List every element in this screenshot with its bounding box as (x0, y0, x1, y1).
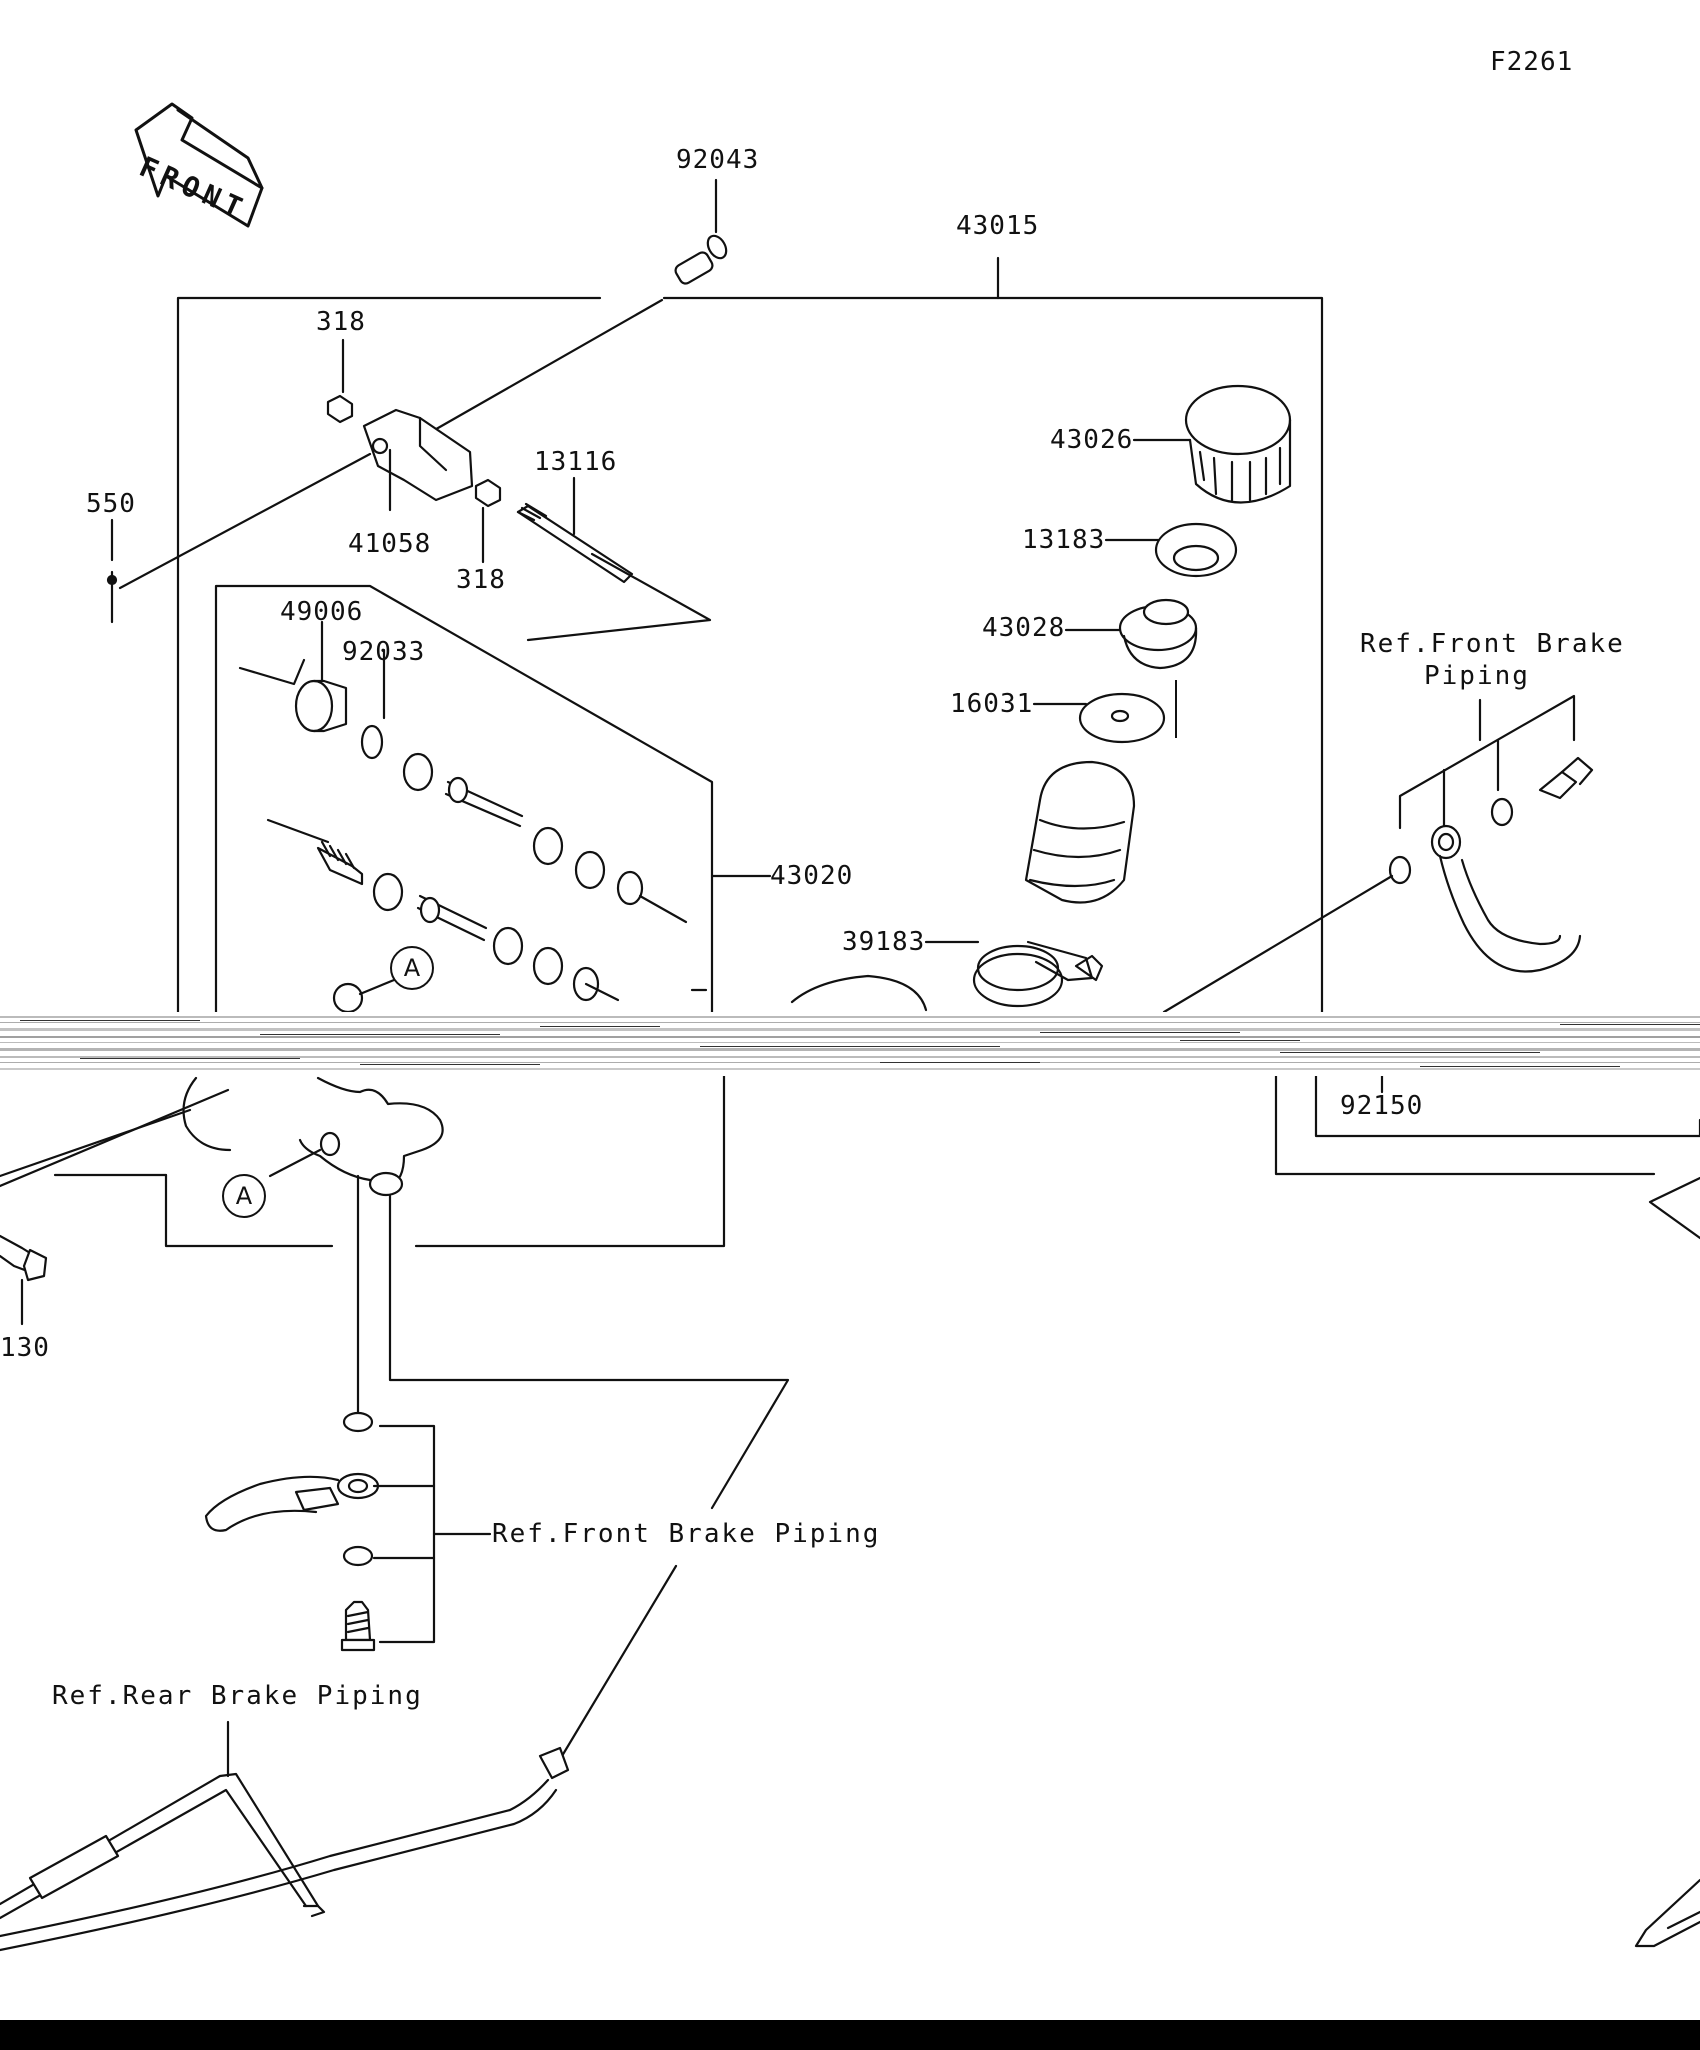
master-cylinder-body (0, 1076, 790, 1758)
part-label-13183: 13183 (1022, 525, 1106, 555)
reservoir-39183 (1024, 760, 1136, 904)
part-label-318-mid: 318 (456, 565, 506, 595)
part-label-49006: 49006 (280, 597, 364, 627)
part-label-43020: 43020 (770, 861, 854, 891)
part-label-39183: 39183 (842, 927, 926, 957)
pin-92043 (408, 178, 728, 446)
part-label-41058: 41058 (348, 529, 432, 559)
right-bracket (1274, 1074, 1700, 1240)
diaphragm-43028 (1064, 598, 1198, 670)
pushrod-13116 (516, 476, 712, 642)
cotter-pin-550 (106, 518, 118, 624)
leader-lines (750, 680, 1177, 943)
ref-front-brake-right-line1: Ref.Front Brake (1360, 629, 1625, 659)
right-bottom-fragment (1634, 1878, 1700, 1948)
footer-bar (0, 2020, 1700, 2050)
piston-parts-row1 (238, 620, 688, 924)
figure-code: F2261 (1490, 47, 1574, 77)
ref-rear-brake: Ref.Rear Brake Piping (52, 1681, 423, 1711)
bracket-43015 (176, 256, 1324, 1014)
rear-brake-piping (0, 1720, 570, 1952)
part-label-43015: 43015 (956, 211, 1040, 241)
callout-a-upper: A (390, 946, 434, 990)
right-brake-line (1162, 694, 1594, 1014)
part-label-92150: 92150 (1340, 1091, 1424, 1121)
bolt-130 (0, 1234, 48, 1326)
bracket-43020 (53, 584, 772, 1248)
part-label-130: 130 (0, 1333, 50, 1363)
part-label-550: 550 (86, 489, 136, 519)
part-label-43026: 43026 (1050, 425, 1134, 455)
part-label-13116: 13116 (534, 447, 618, 477)
piston-parts-row2 (266, 818, 620, 1014)
nut-318-mid (474, 478, 502, 564)
ref-front-brake-bottom: Ref.Front Brake Piping (492, 1519, 881, 1549)
part-label-92043: 92043 (676, 145, 760, 175)
scan-distortion-band (0, 1012, 1700, 1076)
clevis-41058 (118, 408, 474, 590)
reservoir-cap-43026 (1132, 384, 1292, 504)
diaphragm-plate-13183 (1104, 522, 1238, 578)
float-16031 (1032, 692, 1166, 744)
lower-banjo-fitting (204, 1411, 492, 1652)
part-label-43028: 43028 (982, 613, 1066, 643)
ref-front-brake-right-line2: Piping (1424, 661, 1530, 691)
part-label-92033: 92033 (342, 637, 426, 667)
hose-fragment (690, 974, 928, 1012)
hose-clamp-39183 (924, 940, 1104, 1008)
part-label-16031: 16031 (950, 689, 1034, 719)
part-label-318-top: 318 (316, 307, 366, 337)
nut-318-top (326, 338, 354, 424)
callout-a-lower: A (222, 1174, 266, 1218)
front-arrow-icon (134, 102, 264, 228)
